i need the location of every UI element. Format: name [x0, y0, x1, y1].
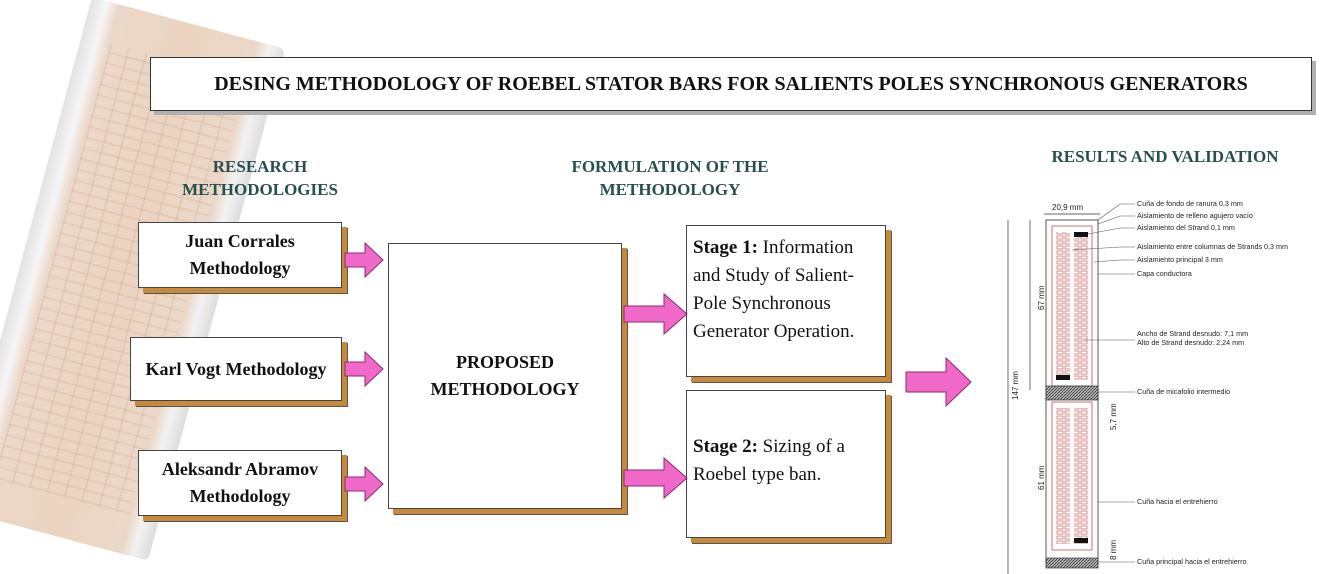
dim-147: 147 mm [1011, 371, 1020, 400]
label-10: Cuña principal hacia el entrehierro [1137, 557, 1246, 566]
dim-57: 5,7 mm [1109, 403, 1118, 430]
heading-formulation: FORMULATION OF THE METHODOLOGY [571, 157, 769, 199]
proposed-methodology-box: PROPOSED METHODOLOGY [388, 243, 622, 509]
dim-67: 67 mm [1037, 285, 1046, 310]
dim-width: 20,9 mm [1052, 203, 1083, 212]
label-2: Aislamiento del Strand 0,1 mm [1137, 223, 1235, 232]
method-corrales-line1: Juan Corrales [185, 231, 295, 251]
label-4: Aislamiento principal 3 mm [1137, 255, 1223, 264]
stage-1-box: Stage 1: Information and Study of Salien… [686, 225, 886, 377]
arrow-stage1-icon [623, 292, 688, 336]
heading-results: RESULTS AND VALIDATION [1051, 147, 1279, 166]
stage-2-text: Sizing of a Roebel type ban. [693, 436, 845, 485]
method-corrales-line2: Methodology [189, 258, 291, 278]
arrow-corrales-icon [344, 241, 384, 279]
stage-2-box: Stage 2: Sizing of a Roebel type ban. [686, 390, 886, 538]
arrow-vogt-icon [344, 350, 384, 388]
stator-bar-drawing: 20,9 mm 67 mm 147 mm 61 mm 5,7 mm 8 mm C… [1007, 199, 1288, 574]
proposed-line2: METHODOLOGY [430, 379, 580, 399]
label-0: Cuña de fondo de ranura 0,3 mm [1137, 199, 1243, 208]
label-6: Ancho de Strand desnudo: 7,1 mm [1137, 329, 1248, 338]
stage-2-label: Stage 2: [693, 436, 758, 457]
label-3: Aislamiento entre columnas de Strands 0,… [1137, 242, 1288, 251]
arrow-stage2-icon [623, 456, 688, 500]
method-box-vogt: Karl Vogt Methodology [130, 337, 342, 401]
method-abramov-line1: Aleksandr Abramov [161, 459, 319, 479]
dim-61: 61 mm [1037, 465, 1046, 490]
label-1: Aislamiento de relleno agujero vacío [1137, 211, 1253, 220]
label-9: Cuña hacia el entrehierro [1137, 497, 1218, 506]
proposed-line1: PROPOSED [455, 352, 554, 372]
page-title: DESING METHODOLOGY OF ROEBEL STATOR BARS… [150, 57, 1312, 111]
arrow-abramov-icon [344, 465, 384, 503]
label-8: Cuña de micafolio intermedio [1137, 387, 1230, 396]
heading-research: RESEARCH METHODOLOGIES [182, 157, 338, 199]
method-abramov-line2: Methodology [189, 486, 291, 506]
arrow-results-icon [905, 356, 972, 408]
dim-8: 8 mm [1109, 540, 1118, 560]
method-vogt-label: Karl Vogt Methodology [145, 358, 327, 379]
stage-1-text: Information and Study of Salient-Pole Sy… [693, 237, 855, 342]
stage-1-label: Stage 1: [693, 237, 758, 258]
label-5: Capa conductora [1137, 269, 1192, 278]
label-7: Alto de Strand desnudo: 2,24 mm [1137, 338, 1244, 347]
